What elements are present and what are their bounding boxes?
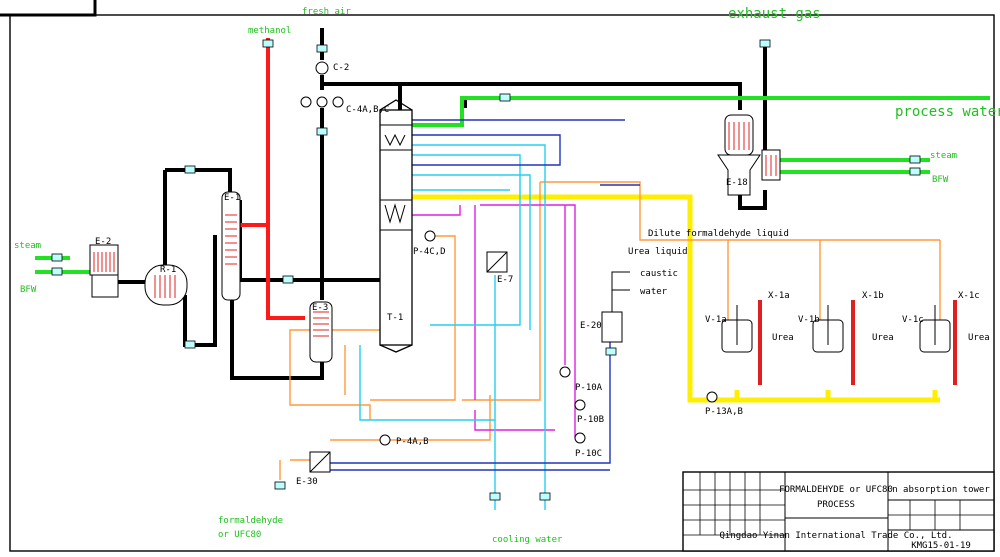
tag-v1a: V-1a [705, 315, 727, 325]
urea-line [410, 194, 940, 403]
title-block: FORMALDEHYDE or UFC80 PROCESS n absorpti… [682, 471, 995, 552]
drawing-border [9, 14, 995, 552]
heat-exchanger-e1 [221, 191, 241, 301]
tag-p10c: P-10C [575, 449, 602, 459]
absorption-column-t1 [379, 99, 413, 353]
label-bfw-left: BFW [20, 285, 37, 295]
tag-p10b: P-10B [577, 415, 604, 425]
title-process-line1: FORMALDEHYDE or UFC80 [779, 485, 893, 495]
label-urea-1: Urea [772, 333, 794, 343]
label-steam-left: steam [14, 241, 41, 251]
label-bfw-right: BFW [932, 175, 949, 185]
label-urea-2: Urea [872, 333, 894, 343]
conveyors-x1 [758, 300, 957, 385]
magenta-lines [410, 204, 576, 438]
tag-v1c: V-1c [902, 315, 924, 325]
label-cooling-water: cooling water [492, 535, 563, 545]
tag-e1: E-1 [224, 193, 240, 203]
vessels-v1 [721, 305, 951, 353]
label-methanol: methanol [248, 26, 291, 36]
tag-p13: P-13A,B [705, 407, 743, 417]
scrubber-e20 [601, 271, 630, 343]
label-exhaust-gas: exhaust gas [728, 6, 821, 22]
cooling-water-lines [359, 144, 546, 510]
tag-x1b: X-1b [862, 291, 884, 301]
tag-x1c: X-1c [958, 291, 980, 301]
tag-e3: E-3 [312, 303, 328, 313]
tag-x1a: X-1a [768, 291, 790, 301]
cooler-e7 [486, 251, 508, 273]
instrument-tags [51, 39, 921, 501]
title-company: Qingdao Yinan International Trade Co., L… [720, 531, 953, 541]
cooler-e30 [309, 451, 331, 473]
pumps [300, 61, 718, 446]
tag-e18: E-18 [726, 178, 748, 188]
methanol-line [238, 38, 305, 320]
tag-e7: E-7 [497, 275, 513, 285]
tag-p4cd: P-4C,D [413, 247, 446, 257]
tag-v1b: V-1b [798, 315, 820, 325]
tag-e20: E-20 [580, 321, 602, 331]
label-process-water: process water [895, 104, 1000, 120]
corner-mark [0, 0, 97, 17]
tag-e2: E-2 [95, 237, 111, 247]
heat-exchanger-e3 [309, 301, 333, 363]
tag-c4: C-4A,B,C [346, 105, 389, 115]
tag-c2: C-2 [333, 63, 349, 73]
heater-e2 [89, 244, 119, 298]
tag-p4ab: P-4A,B [396, 437, 429, 447]
label-fresh-air: fresh air [302, 7, 351, 17]
tag-p10a: P-10A [575, 383, 603, 393]
label-urea-3: Urea [968, 333, 990, 343]
label-urea-liquid: Urea liquid [628, 247, 688, 257]
label-ufc80-out: or UFC80 [218, 530, 261, 540]
waste-heat-boiler-e18 [717, 114, 781, 196]
reactor-r1 [144, 264, 188, 306]
tag-e30: E-30 [296, 477, 318, 487]
process-water-lines [35, 96, 990, 274]
tag-t1: T-1 [387, 313, 403, 323]
label-water: water [640, 287, 668, 297]
tag-r1: R-1 [160, 265, 176, 275]
title-process-line2: PROCESS [817, 500, 855, 510]
label-formaldehyde-out: formaldehyde [218, 516, 283, 526]
title-section: n absorption tower [892, 485, 990, 495]
title-drawing-number: KMG15-01-19 [911, 541, 971, 551]
label-steam-right: steam [930, 151, 957, 161]
label-dilute-formaldehyde: Dilute formaldehyde liquid [648, 229, 789, 239]
label-caustic: caustic [640, 269, 678, 279]
